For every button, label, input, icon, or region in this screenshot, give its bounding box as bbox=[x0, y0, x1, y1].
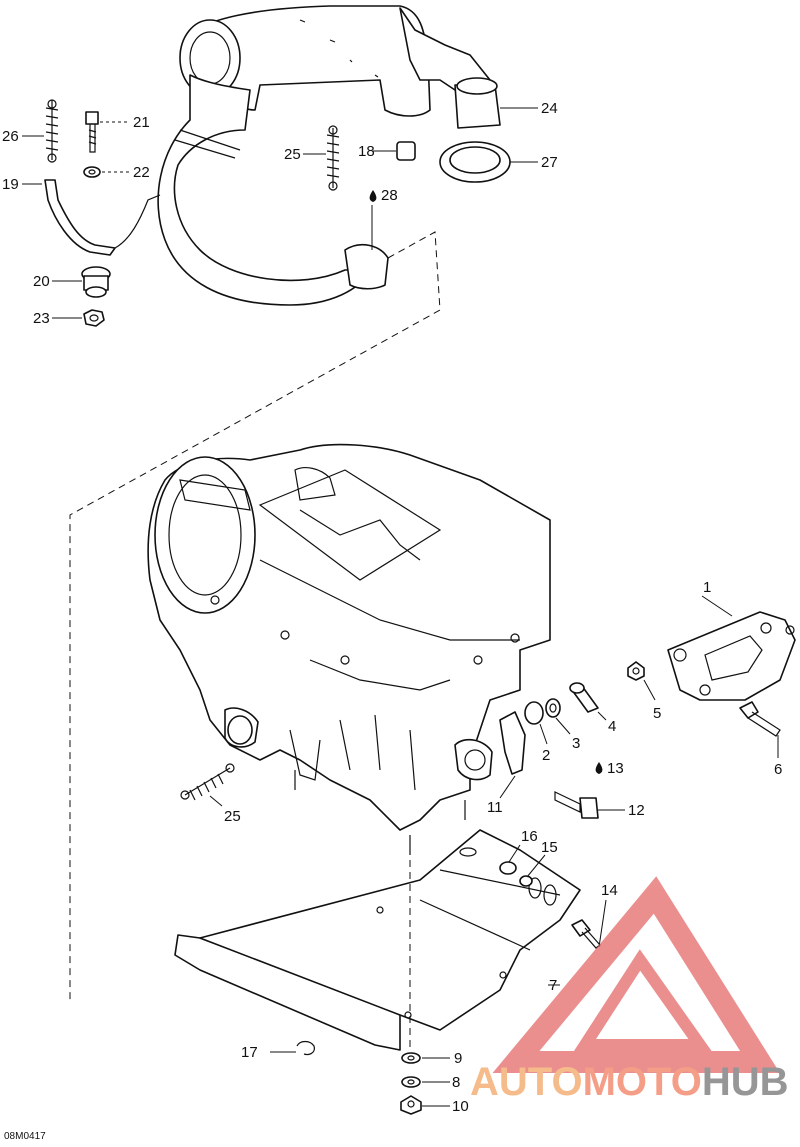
callout-24: 24 bbox=[541, 100, 558, 117]
bracket-11 bbox=[499, 711, 526, 775]
callout-13: 13 bbox=[607, 760, 624, 777]
spring-25-top bbox=[326, 125, 340, 191]
bolt-18 bbox=[396, 141, 416, 161]
watermark-hub: HUB bbox=[702, 1060, 789, 1104]
spacer-4 bbox=[569, 682, 599, 713]
washer-22 bbox=[83, 166, 101, 178]
nut-23 bbox=[83, 309, 105, 327]
leader-lines bbox=[22, 107, 779, 1107]
callout-26: 26 bbox=[2, 128, 19, 145]
callout-11: 11 bbox=[487, 799, 503, 816]
nut-10 bbox=[400, 1095, 422, 1115]
rubber-mount-20 bbox=[81, 266, 111, 298]
callout-9: 9 bbox=[454, 1050, 462, 1067]
watermark-moto: MOTO bbox=[583, 1060, 702, 1104]
bolt-14 bbox=[571, 919, 601, 949]
bolt-21 bbox=[85, 111, 99, 153]
oil-drop-icon bbox=[595, 762, 603, 774]
diagram-reference-code: 08M0417 bbox=[4, 1131, 46, 1142]
callout-1: 1 bbox=[703, 579, 711, 596]
triangle-logo-icon bbox=[492, 876, 780, 1073]
callout-15: 15 bbox=[541, 839, 558, 856]
spring-26 bbox=[45, 99, 59, 163]
callout-25-top: 25 bbox=[284, 146, 301, 163]
callout-6: 6 bbox=[774, 761, 782, 778]
engine-block bbox=[147, 443, 551, 855]
callout-12: 12 bbox=[628, 802, 645, 819]
callout-21: 21 bbox=[133, 114, 150, 131]
clip-17 bbox=[296, 1040, 315, 1056]
callout-2: 2 bbox=[542, 747, 550, 764]
washer-15 bbox=[519, 875, 533, 887]
nut-5 bbox=[627, 661, 645, 681]
callout-25-bottom: 25 bbox=[224, 808, 241, 825]
skid-plate-7 bbox=[174, 829, 581, 1051]
bracket-19 bbox=[44, 179, 161, 256]
rubber-sleeve-24 bbox=[454, 77, 501, 129]
washer-9 bbox=[401, 1052, 421, 1064]
callout-5: 5 bbox=[653, 705, 661, 722]
callout-17: 17 bbox=[241, 1044, 258, 1061]
watermark-auto: AUTO bbox=[470, 1060, 583, 1104]
callout-3: 3 bbox=[572, 735, 580, 752]
washer-2 bbox=[524, 701, 544, 725]
watermark-text: AUTOMOTOHUB bbox=[470, 1060, 789, 1104]
callout-10: 10 bbox=[452, 1098, 469, 1115]
callout-18: 18 bbox=[358, 143, 375, 160]
callout-16: 16 bbox=[521, 828, 538, 845]
callout-labels: 1 2 3 4 5 6 7 8 9 10 11 12 13 14 15 16 1… bbox=[2, 100, 782, 1115]
callout-22: 22 bbox=[133, 164, 150, 181]
gasket-ring-27 bbox=[439, 141, 511, 183]
callout-7: 7 bbox=[549, 977, 557, 994]
callout-8: 8 bbox=[452, 1074, 460, 1091]
watermark-logo: AUTOMOTOHUB bbox=[470, 876, 789, 1104]
callout-23: 23 bbox=[33, 310, 50, 327]
callout-14: 14 bbox=[601, 882, 618, 899]
engine-mount-plate-1 bbox=[667, 611, 796, 701]
oil-drop-icon bbox=[369, 190, 377, 202]
callout-27: 27 bbox=[541, 154, 558, 171]
callout-20: 20 bbox=[33, 273, 50, 290]
bolt-6 bbox=[739, 701, 781, 737]
callout-4: 4 bbox=[608, 718, 616, 735]
exhaust-pipe bbox=[157, 74, 389, 306]
bolt-12 bbox=[554, 791, 599, 819]
callout-19: 19 bbox=[2, 176, 19, 193]
callout-28: 28 bbox=[381, 187, 398, 204]
washer-16 bbox=[499, 861, 517, 875]
triangle-logo-inner-icon bbox=[573, 949, 712, 1051]
washer-8 bbox=[401, 1076, 421, 1088]
washer-3 bbox=[545, 698, 561, 718]
spring-25-lower bbox=[180, 763, 235, 801]
